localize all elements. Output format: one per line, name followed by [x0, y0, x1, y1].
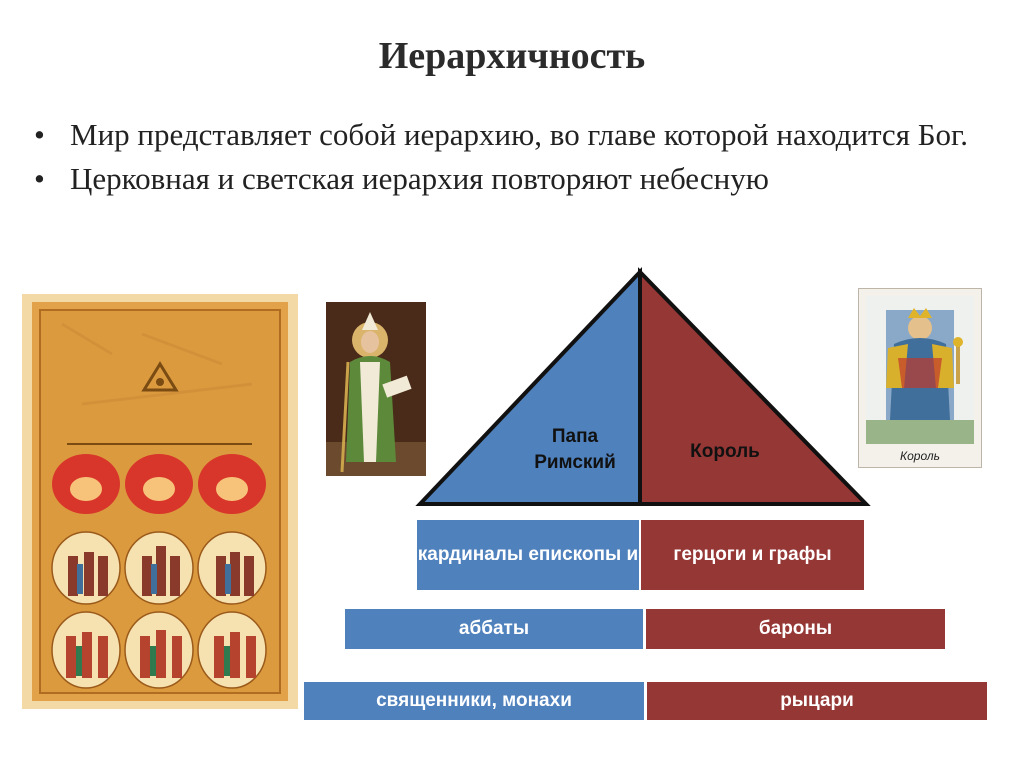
- pope-portrait-image: [326, 302, 426, 476]
- bullet-marker: •: [34, 117, 45, 152]
- secular-triangle: [638, 267, 871, 506]
- secular-level-3: рыцари: [647, 682, 987, 720]
- heavenly-hierarchy-icon-image: [22, 294, 298, 709]
- hierarchy-pyramid: [415, 266, 871, 506]
- bullet-text: Мир представляет собой иерархию, во глав…: [70, 117, 968, 152]
- king-card-image: Король: [858, 288, 982, 468]
- bullet-list: • Мир представляет собой иерархию, во гла…: [30, 116, 990, 204]
- secular-level-2: бароны: [646, 609, 945, 649]
- church-level-2: аббаты: [345, 609, 643, 649]
- pope-label: Папа Римский: [534, 426, 616, 473]
- bullet-marker: •: [34, 161, 45, 196]
- bullet-item: • Церковная и светская иерархия повторяют…: [30, 160, 990, 198]
- church-level-1: кардиналы епископы и: [417, 520, 639, 590]
- secular-level-1: герцоги и графы: [641, 520, 864, 590]
- church-level-3: священники, монахи: [304, 682, 644, 720]
- slide-title: Иерархичность: [378, 35, 646, 77]
- king-label: Король: [690, 441, 760, 462]
- king-card-caption: Король: [900, 449, 940, 463]
- bullet-item: • Мир представляет собой иерархию, во гла…: [30, 116, 990, 154]
- bullet-text: Церковная и светская иерархия повторяют …: [70, 161, 769, 196]
